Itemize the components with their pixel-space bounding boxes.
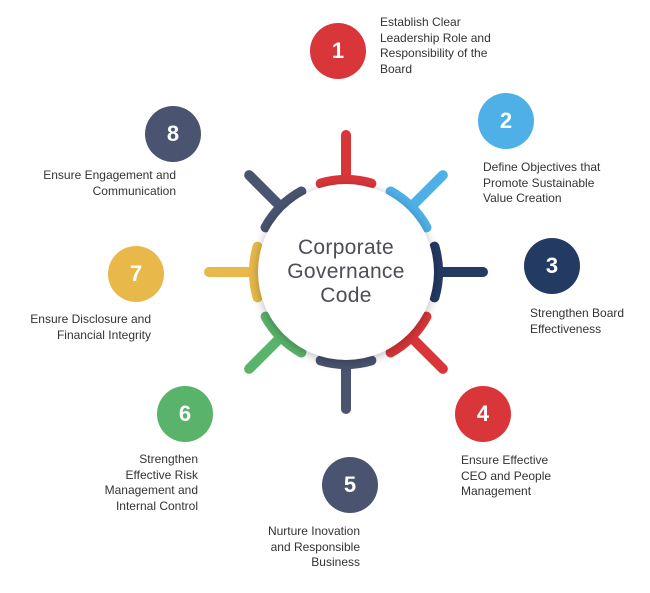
step-8-label: Ensure Engagement and Communication [43,168,176,199]
step-5-label-line: Nurture Inovation [267,524,360,538]
step-1-label-line: Board [380,61,413,76]
step-7-connector [204,241,263,303]
step-4-label-line: CEO and People [461,468,552,483]
step-1-label: Establish Clear Leadership Role and Resp… [380,15,491,77]
step-6-label-line: Management and [104,483,198,497]
step-8-number: 8 [166,121,180,146]
step-1-label-line: Establish Clear [380,15,461,29]
step-6-connector [244,311,307,374]
step-4-connector [385,311,448,374]
step-4-arm [406,332,448,374]
step-6-label-line: Strengthen [139,452,198,466]
step-2-arm [406,170,448,212]
step-7-label-line: Financial Integrity [56,327,151,342]
step-2-number: 2 [499,108,513,133]
step-3-connector [429,241,488,303]
step-1-number: 1 [331,38,345,63]
hub-title-line-3: Code [320,284,372,307]
step-2-label: Define Objectives that Promote Sustainab… [483,160,600,207]
step-5-label-line: Business [311,555,360,569]
step-3-number: 3 [545,253,559,278]
step-2-connector [385,170,448,233]
step-8-label-line: Communication [92,183,176,198]
step-4-node: 4 [455,386,511,442]
step-4-label: Ensure Effective CEO and People Manageme… [461,453,551,500]
step-6-label-line: Internal Control [115,498,198,513]
step-5-node: 5 [322,457,378,513]
step-3-node: 3 [524,238,580,294]
step-7-label: Ensure Disclosure and Financial Integrit… [30,312,151,343]
step-7-label-line: Ensure Disclosure and [30,312,151,326]
step-2-label-line: Promote Sustainable [483,175,595,190]
center-hub: Corporate Governance Code [258,184,434,360]
hub-title-line-2: Governance [287,260,405,283]
step-8-connector [244,170,307,233]
step-5-label: Nurture Inovation and Responsible Busine… [268,524,360,571]
step-6-number: 6 [178,401,192,426]
step-7-number: 7 [129,261,143,286]
step-3-label: Strengthen Board Effectiveness [530,306,624,337]
step-6-label-line: Effective Risk [125,467,198,482]
step-2-node: 2 [478,93,534,149]
step-5-connector [315,355,377,414]
step-1-node: 1 [310,23,366,79]
step-5-label-line: and Responsible [270,539,360,554]
step-8-label-line: Ensure Engagement and [43,168,176,182]
step-1-label-line: Leadership Role and [380,30,491,45]
step-5-number: 5 [343,472,357,497]
step-1-label-line: Responsibility of the [380,46,488,60]
step-2-label-line: Value Creation [483,191,562,205]
step-1-connector [315,130,377,189]
step-4-number: 4 [476,401,490,426]
step-3-label-line: Strengthen Board [530,306,625,320]
step-3-label-line: Effectiveness [530,321,602,336]
step-6-node: 6 [157,386,213,442]
step-8-node: 8 [145,106,201,162]
step-2-label-line: Define Objectives that [483,160,601,174]
step-6-arm [244,332,286,374]
step-6-label: Strengthen Effective Risk Management and… [105,452,198,514]
step-8-arm [244,170,286,212]
hub-title-line-1: Corporate [297,236,395,259]
step-4-label-line: Ensure Effective [461,453,549,467]
step-7-node: 7 [108,246,164,302]
step-4-label-line: Management [461,484,532,498]
